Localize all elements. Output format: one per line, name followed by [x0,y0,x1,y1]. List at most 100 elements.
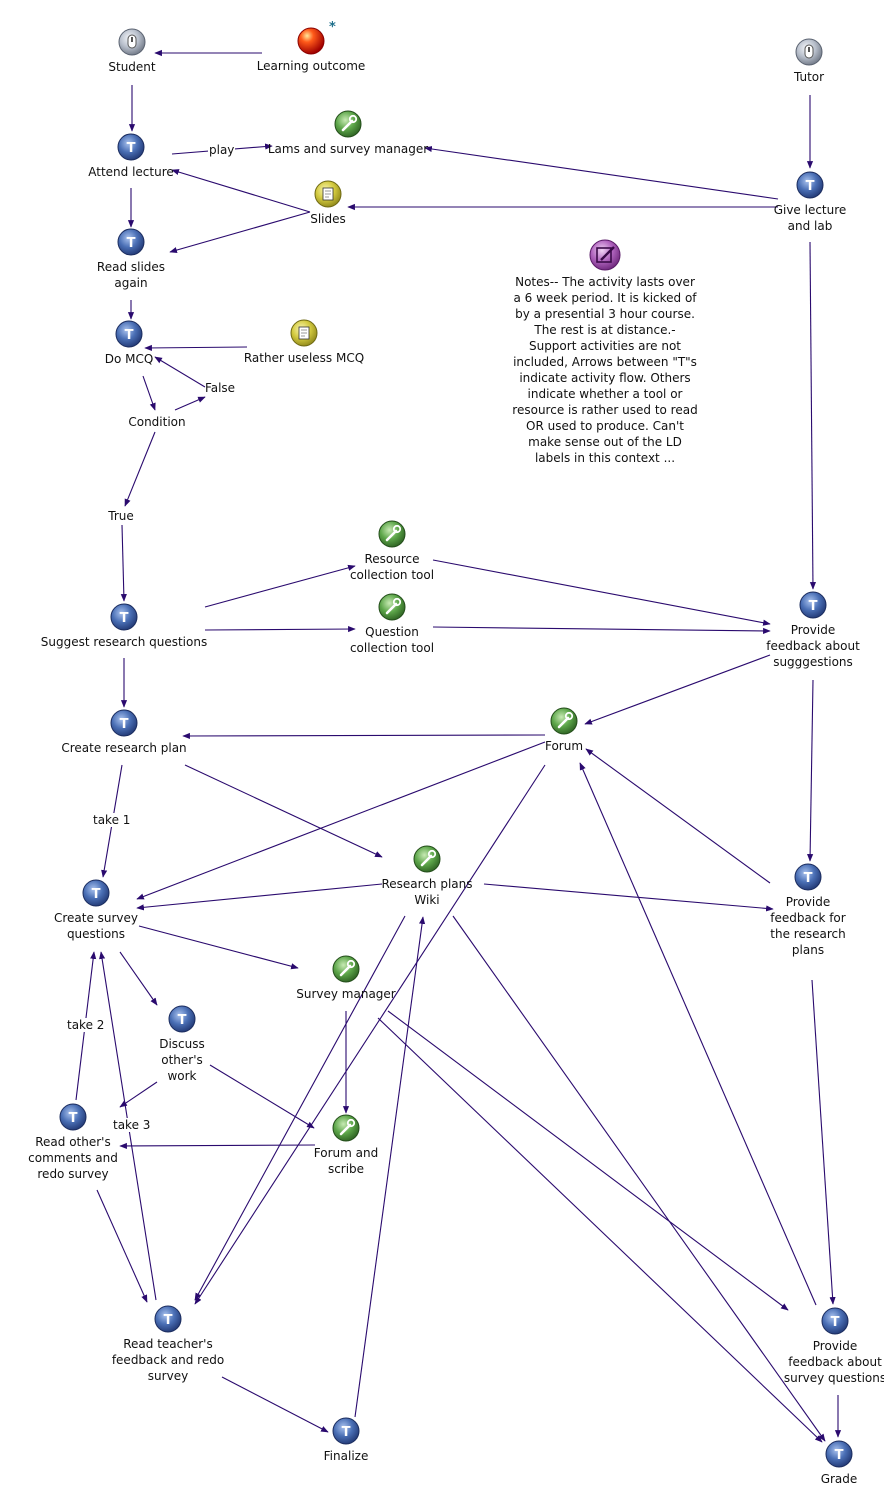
node-wiki[interactable]: Research plans Wiki [337,844,517,908]
activity-icon: T [796,171,824,199]
edge-arrow [584,654,771,725]
node-forum[interactable]: Forum [474,706,654,754]
edge-arrow [194,915,406,1301]
node-finalize[interactable]: T Finalize [256,1416,436,1464]
node-tutor[interactable]: Tutor [719,37,884,85]
node-true[interactable]: True [31,506,211,524]
note-icon [589,239,621,271]
svg-text:T: T [164,1313,173,1328]
node-question-tool[interactable]: Question collection tool [302,592,482,656]
node-label: Provide feedback about sugggestions [766,623,860,669]
node-label: Grade [820,1472,858,1486]
edge-arrow [184,764,383,858]
activity-icon: T [110,603,138,631]
node-label: Survey manager [296,987,396,1001]
svg-text:T: T [804,871,813,886]
tool-icon [332,1114,360,1142]
activity-icon: T [168,1005,196,1033]
node-forum-scribe[interactable]: Forum and scribe [256,1113,436,1177]
svg-text:T: T [178,1013,187,1028]
node-learning-outcome[interactable]: Learning outcome * [221,20,401,74]
edge-arrow [142,375,156,411]
svg-text:T: T [120,717,129,732]
node-feedback-plans[interactable]: T Provide feedback for the research plans [718,862,884,958]
node-give-lecture[interactable]: T Give lecture and lab [720,170,884,234]
node-student[interactable]: Student [42,27,222,75]
edge-arrow [182,732,546,740]
notes-text: Notes-- The activity lasts over a 6 week… [512,275,698,465]
node-label: Give lecture and lab [773,203,847,233]
activity-icon: T [825,1440,853,1468]
edge-arrow [424,145,779,200]
edge-arrow [432,559,771,626]
svg-text:T: T [127,236,136,251]
node-label: True [108,509,134,523]
activity-icon: T [799,591,827,619]
role-icon [118,28,146,56]
edge-arrow [807,679,814,862]
edge-arrow [809,241,817,590]
node-label: Slides [310,212,346,226]
svg-text:T: T [120,611,129,626]
edge-arrow [136,883,383,911]
edge-arrow [194,764,546,1305]
activity-icon: T [821,1307,849,1335]
svg-text:T: T [831,1315,840,1330]
edge-arrow [171,169,311,213]
node-label: Attend lecture [88,165,174,179]
activity-icon: T [332,1417,360,1445]
node-label: Learning outcome [256,59,366,73]
edge-arrow [354,916,426,1418]
edge-arrow [209,1064,315,1129]
node-false[interactable]: False [130,378,310,396]
node-read-slides[interactable]: T Read slides again [41,227,221,291]
edge-arrow [169,211,311,254]
node-attend-lecture[interactable]: T Attend lecture [41,132,221,180]
tool-icon [550,707,578,735]
svg-text:T: T [806,179,815,194]
node-label: Create survey questions [53,911,139,941]
node-label: Research plans Wiki [381,877,473,907]
node-resource-tool[interactable]: Resource collection tool [302,519,482,583]
node-label: Resource collection tool [349,552,435,582]
outcome-mark: * [329,20,336,35]
edge-arrow [811,979,836,1305]
node-label: Condition [128,415,186,429]
node-feedback-sugg[interactable]: T Provide feedback about sugggestions [723,590,884,670]
activity-icon: T [82,879,110,907]
node-survey-manager[interactable]: Survey manager [256,954,436,1002]
node-useless-mcq[interactable]: Rather useless MCQ [214,318,394,366]
node-lams[interactable]: Lams and survey manager [258,109,438,157]
edge-arrow [452,915,826,1442]
node-label: Student [108,60,156,74]
edge-arrow [154,356,206,388]
node-label: Provide feedback for the research plans [770,895,846,957]
node-grade[interactable]: T Grade [749,1439,884,1487]
edge-label-take-3: take 3 [112,1118,152,1132]
node-label: Finalize [323,1449,369,1463]
activity-icon: T [154,1305,182,1333]
edge-label-take-1: take 1 [92,813,132,827]
activity-icon: T [117,133,145,161]
edge-arrow [432,626,771,634]
node-label: Forum [544,739,584,753]
node-label: Rather useless MCQ [243,351,365,365]
node-label: False [204,381,236,395]
node-survey-q[interactable]: T Create survey questions [6,878,186,942]
edge-arrow [585,748,771,884]
edge-label-take-2: take 2 [66,1018,106,1032]
role-icon [795,38,823,66]
edge-arrow [387,1010,789,1311]
svg-text:T: T [92,887,101,902]
node-label: Read slides again [96,260,166,290]
node-condition[interactable]: Condition [67,412,247,430]
node-slides[interactable]: Slides [238,179,418,227]
